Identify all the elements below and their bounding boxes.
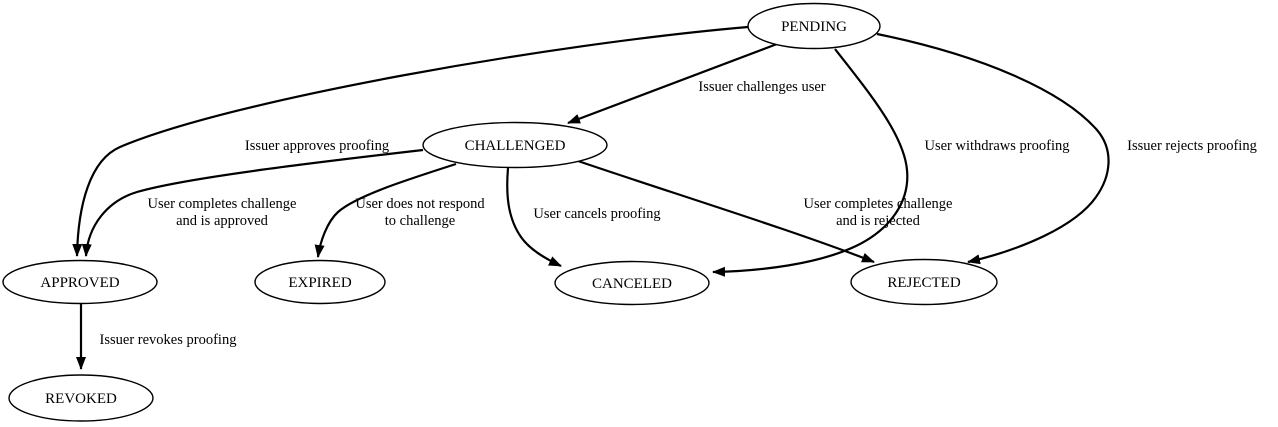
edge-pending-rejected (876, 32, 1110, 265)
state-label-challenged: CHALLENGED (465, 138, 566, 154)
state-ellipse-canceled (554, 260, 710, 306)
edge-label-pending-approved: Issuer approves proofing (245, 138, 389, 154)
state-ellipse-revoked (8, 374, 154, 422)
state-node-approved: APPROVED (2, 259, 158, 305)
edge-challenged-expired (314, 162, 457, 258)
state-ellipse-rejected (850, 258, 998, 306)
edge-label-pending-rejected: Issuer rejects proofing (1127, 138, 1257, 154)
state-node-pending: PENDING (747, 2, 881, 50)
state-node-rejected: REJECTED (850, 258, 998, 306)
state-node-canceled: CANCELED (554, 260, 710, 306)
edge-label-pending-canceled: User withdraws proofing (925, 138, 1070, 154)
state-ellipse-challenged (422, 121, 608, 169)
state-node-challenged: CHALLENGED (422, 121, 608, 169)
state-ellipse-pending (747, 2, 881, 50)
state-ellipse-approved (2, 259, 158, 305)
edge-pending-challenged (567, 42, 778, 125)
edge-pending-canceled (712, 48, 909, 277)
state-node-revoked: REVOKED (8, 374, 154, 422)
edge-label-challenged-canceled: User cancels proofing (533, 206, 660, 222)
state-label-canceled: CANCELED (592, 276, 672, 292)
edge-challenged-canceled (506, 167, 562, 267)
edge-label-approved-revoked: Issuer revokes proofing (100, 332, 237, 348)
state-label-pending: PENDING (781, 19, 847, 35)
state-ellipse-expired (254, 259, 386, 305)
edge-pending-approved (72, 25, 749, 257)
edge-label-pending-challenged: Issuer challenges user (698, 79, 825, 95)
state-label-expired: EXPIRED (288, 275, 352, 291)
edge-challenged-rejected (577, 159, 875, 264)
state-label-approved: APPROVED (40, 275, 119, 291)
state-node-expired: EXPIRED (254, 259, 386, 305)
state-label-revoked: REVOKED (45, 391, 117, 407)
state-label-rejected: REJECTED (887, 275, 960, 291)
edge-challenged-approved (81, 148, 424, 257)
nodes-layer: PENDING CHALLENGED APPROVED EXPIRED CANCELED… (2, 2, 998, 422)
